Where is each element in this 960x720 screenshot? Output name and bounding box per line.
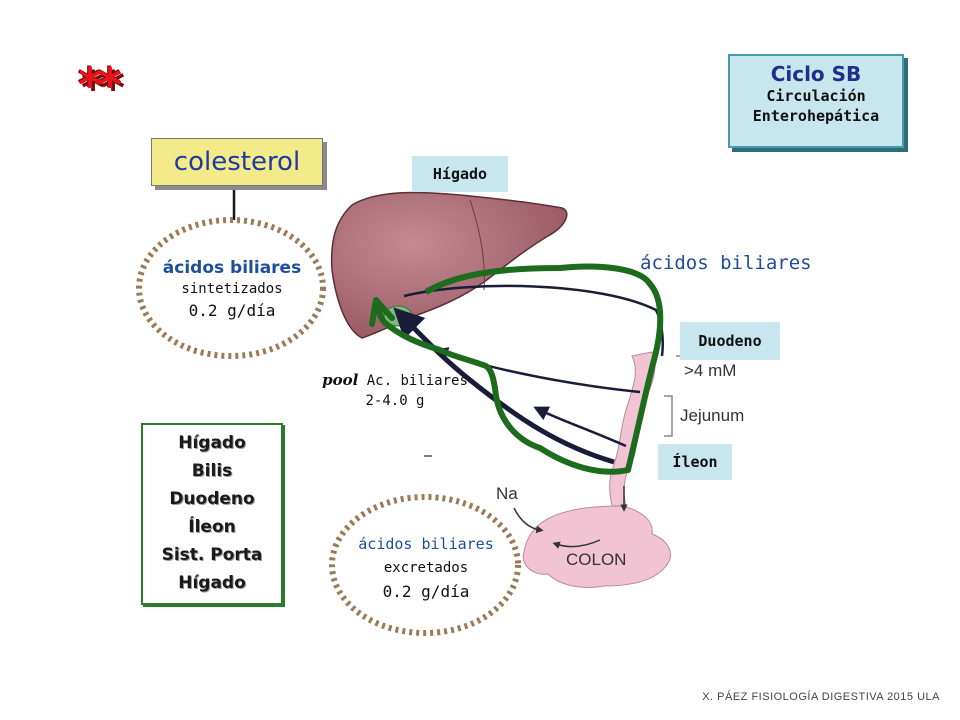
concentration-label: >4 mM	[684, 361, 737, 380]
footer-credit: X. PÁEZ FISIOLOGÍA DIGESTIVA 2015 ULA	[702, 691, 940, 703]
sintetizados-line-2: 0.2 g/día	[188, 301, 276, 320]
excretados-line-2: 0.2 g/día	[382, 582, 470, 601]
route-item: Duodeno	[169, 489, 255, 509]
acidos-biliares-label: ácidos biliares	[640, 252, 812, 274]
green-circulation-path	[376, 263, 664, 475]
ciclo-line-1: Circulación	[766, 87, 866, 105]
colon-shape	[522, 505, 671, 588]
route-item: Hígado	[178, 433, 246, 453]
sintetizados-title: ácidos biliares	[162, 258, 302, 278]
sintetizados-line-1: sintetizados	[181, 281, 283, 297]
route-list-box: Hígado Bilis Duodeno Íleon Sist. Porta H…	[141, 423, 283, 605]
route-item: Sist. Porta	[161, 545, 263, 565]
sintetizados-ellipse	[136, 217, 326, 359]
na-arrow	[513, 507, 544, 534]
ciclo-sb-box: Ciclo SB Circulación Enterohepática	[728, 54, 904, 148]
route-item: Hígado	[178, 573, 246, 593]
portal-return-path	[393, 307, 615, 465]
jejunum-bracket	[664, 395, 673, 437]
green-arrowhead	[369, 297, 395, 327]
sintetizados-text: ácidos biliares sintetizados 0.2 g/día	[140, 258, 324, 322]
colon-label: COLON	[566, 550, 627, 569]
excretados-title: ácidos biliares	[358, 535, 494, 553]
colesterol-box: colesterol	[151, 138, 323, 186]
excretados-text: ácidos biliares excretados 0.2 g/día	[336, 532, 516, 604]
pool-rest: Ac. biliares	[358, 373, 468, 389]
pool-amount: 2-4.0 g	[365, 393, 425, 409]
liver-shape	[330, 191, 568, 339]
double-star-icon: **	[78, 58, 122, 112]
ileon-label: Íleon	[658, 444, 732, 480]
excretados-ellipse	[329, 494, 521, 636]
pool-word: pool	[322, 371, 359, 389]
ciclo-title: Ciclo SB	[770, 62, 862, 86]
route-item: Íleon	[188, 517, 236, 537]
na-label: Na	[496, 484, 518, 503]
ciclo-line-2: Enterohepática	[752, 107, 880, 125]
duodeno-label: Duodeno	[680, 322, 780, 360]
higado-label: Hígado	[412, 156, 508, 192]
jejunum-label: Jejunum	[680, 406, 745, 425]
mid-return-path	[533, 406, 627, 448]
excretados-line-1: excretados	[383, 560, 469, 576]
colon-internal-arrow	[552, 539, 601, 549]
route-item: Bilis	[191, 461, 233, 481]
liver-lobe-line	[469, 199, 485, 291]
pool-text: pool Ac. biliares 2-4.0 g	[300, 370, 490, 411]
